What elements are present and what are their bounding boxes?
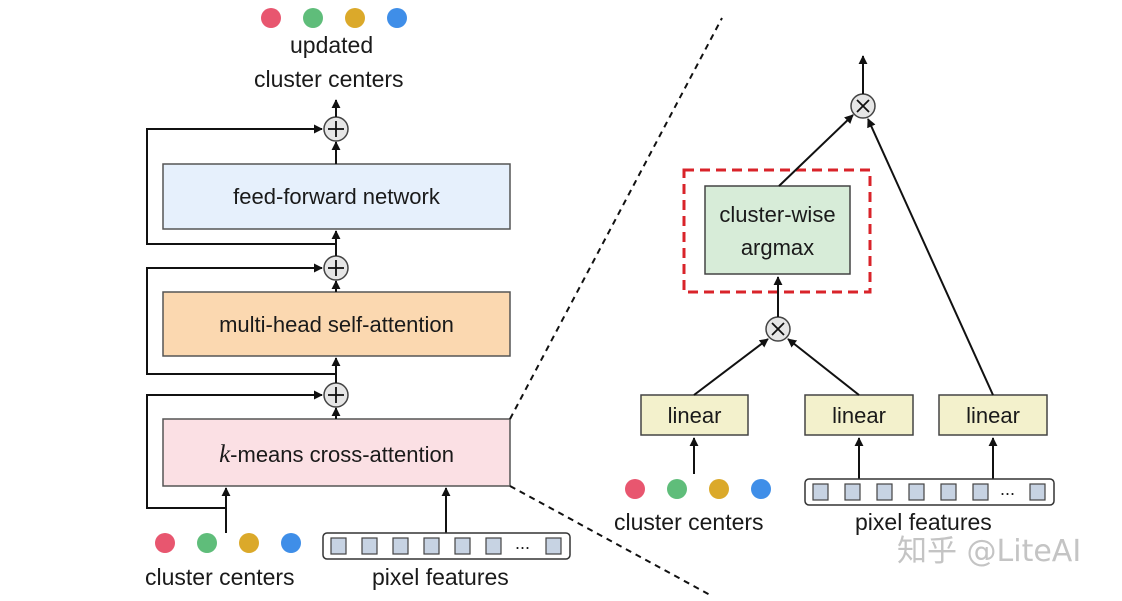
right-pixel-bar-ellipsis: ...	[1000, 479, 1016, 499]
linear-label-pixel-key: linear	[832, 403, 886, 428]
mhsa-box	[162, 291, 511, 357]
kmeans-box	[162, 418, 511, 487]
center-dot-yellow	[239, 533, 259, 553]
linear-label-cluster: linear	[667, 403, 722, 428]
linear-box-cluster	[640, 394, 749, 436]
linear-box-pixel-key	[804, 394, 914, 436]
center-dot-yellow	[709, 479, 729, 499]
right-pixel-features-label: pixel features	[855, 509, 992, 535]
center-dot-blue	[387, 8, 407, 28]
center-dot-green	[197, 533, 217, 553]
cluster-wise-argmax-box	[704, 185, 851, 275]
pixel-feature-bar	[322, 532, 571, 560]
linear-box-pixel-value	[938, 394, 1048, 436]
right-pixel-feature-bar	[804, 478, 1055, 506]
center-dot-red	[261, 8, 281, 28]
linear-label-pixel-value: linear	[966, 403, 1020, 428]
input-arrows	[221, 487, 451, 533]
mhsa-label: multi-head self-attention	[219, 312, 454, 337]
right-cluster-center-dots	[625, 479, 771, 499]
kmeans-label-variable: k	[219, 441, 231, 468]
circled-plus-icon	[323, 382, 349, 408]
circled-times-icon	[850, 93, 876, 119]
argmax-label-line2: argmax	[740, 235, 815, 260]
center-dot-yellow	[345, 8, 365, 28]
pixel-bar-ellipsis: ...	[515, 533, 531, 553]
output-label-line2: cluster centers	[254, 66, 404, 92]
circled-plus-icon	[323, 255, 349, 281]
watermark: 知乎 @LiteAI	[897, 534, 1082, 569]
circled-times-icon	[765, 316, 791, 342]
input-pixel-features-label: pixel features	[372, 564, 509, 590]
right-flow-arrows	[689, 55, 998, 479]
right-cluster-centers-label: cluster centers	[614, 509, 764, 535]
center-dot-red	[625, 479, 645, 499]
circled-plus-icon	[323, 116, 349, 142]
argmax-label-line1: cluster-wise	[719, 202, 836, 227]
center-dot-green	[667, 479, 687, 499]
ffn-box	[162, 163, 511, 230]
zoom-dashed-lines	[509, 17, 723, 597]
input-cluster-centers-label: cluster centers	[145, 564, 295, 590]
kmeans-label: k-means cross-attention	[163, 442, 510, 467]
center-dot-green	[303, 8, 323, 28]
input-cluster-center-dots	[155, 533, 301, 553]
kmeans-label-text: -means cross-attention	[230, 442, 454, 467]
center-dot-blue	[751, 479, 771, 499]
output-label-line1: updated	[290, 32, 374, 58]
center-dot-red	[155, 533, 175, 553]
output-cluster-center-dots	[261, 8, 407, 28]
center-dot-blue	[281, 533, 301, 553]
ffn-label: feed-forward network	[233, 184, 440, 209]
residual-connections	[146, 124, 336, 509]
